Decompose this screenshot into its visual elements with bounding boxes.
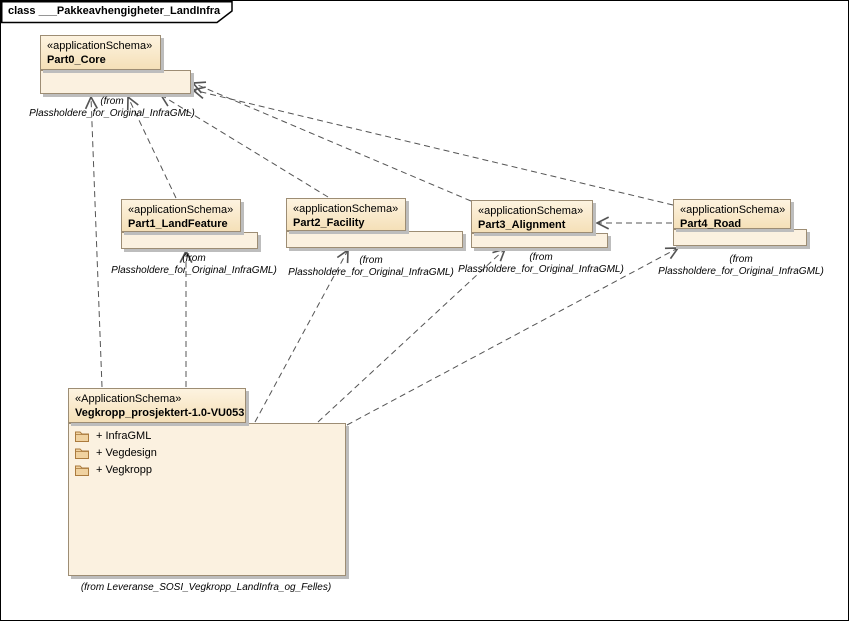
package-name: Part3_Alignment bbox=[478, 219, 566, 231]
stereotype-label: «applicationSchema» bbox=[128, 204, 234, 216]
package-item-vegdesign[interactable]: + Vegdesign bbox=[74, 446, 157, 460]
from-label-line1: (from bbox=[359, 255, 383, 266]
from-label-part0: (from Plassholdere_for_Original_InfraGML… bbox=[2, 96, 222, 120]
package-vegkropp-tab[interactable]: «ApplicationSchema» Vegkropp_prosjektert… bbox=[68, 388, 246, 423]
dependency-Part4_Road-to-Part0_Core bbox=[193, 90, 674, 206]
from-label-line1: (from bbox=[100, 96, 124, 107]
from-label-vegkropp: (from Leveranse_SOSI_Vegkropp_LandInfra_… bbox=[61, 582, 351, 594]
from-label-part2: (from Plassholdere_for_Original_InfraGML… bbox=[261, 255, 481, 279]
package-part1-body[interactable] bbox=[121, 232, 258, 249]
package-item-vegkropp[interactable]: + Vegkropp bbox=[74, 463, 152, 477]
folder-icon bbox=[75, 431, 89, 442]
package-part4-tab[interactable]: «applicationSchema» Part4_Road bbox=[673, 199, 791, 230]
frame-tab-shape bbox=[1, 1, 233, 24]
package-name: Part1_LandFeature bbox=[128, 218, 228, 230]
package-part3-body[interactable] bbox=[471, 233, 608, 248]
dependency-Part1_LandFeature-to-Part0_Core bbox=[128, 97, 177, 199]
dependency-Vegkropp_prosjektert-1.0-VU053-to-Part4_Road bbox=[346, 248, 678, 426]
stereotype-label: «ApplicationSchema» bbox=[75, 393, 182, 405]
package-part0-tab[interactable]: «applicationSchema» Part0_Core bbox=[40, 35, 161, 70]
package-part2-body[interactable] bbox=[286, 231, 463, 248]
stereotype-label: «applicationSchema» bbox=[680, 204, 786, 216]
from-label-part3: (from Plassholdere_for_Original_InfraGML… bbox=[431, 252, 651, 276]
dependency-Vegkropp_prosjektert-1.0-VU053-to-Part3_Alignment bbox=[317, 249, 505, 423]
folder-icon bbox=[75, 448, 89, 459]
stereotype-label: «applicationSchema» bbox=[47, 40, 153, 52]
folder-icon bbox=[75, 465, 89, 476]
from-label-line2: Plassholdere_for_Original_InfraGML) bbox=[658, 266, 824, 277]
package-name: Part0_Core bbox=[47, 54, 106, 66]
from-label-line1: (from bbox=[729, 254, 753, 265]
package-item-infragml[interactable]: + InfraGML bbox=[74, 429, 151, 443]
from-label-line2: Plassholdere_for_Original_InfraGML) bbox=[458, 264, 624, 275]
stereotype-label: «applicationSchema» bbox=[293, 203, 399, 215]
from-label-line2: Plassholdere_for_Original_InfraGML) bbox=[29, 108, 195, 119]
diagram-frame-tab: class ___Pakkeavhengigheter_LandInfra bbox=[1, 1, 237, 25]
from-label-line1: (from bbox=[529, 252, 553, 263]
package-item-label: + InfraGML bbox=[96, 430, 152, 442]
package-item-label: + Vegdesign bbox=[96, 447, 157, 459]
package-name: Vegkropp_prosjektert-1.0-VU053 bbox=[75, 407, 245, 419]
from-label-line2: Plassholdere_for_Original_InfraGML) bbox=[288, 267, 454, 278]
package-part2-tab[interactable]: «applicationSchema» Part2_Facility bbox=[286, 198, 406, 231]
from-label-part4: (from Plassholdere_for_Original_InfraGML… bbox=[631, 254, 848, 278]
package-item-label: + Vegkropp bbox=[96, 464, 152, 476]
from-label-part1: (from Plassholdere_for_Original_InfraGML… bbox=[84, 253, 304, 277]
package-part1-tab[interactable]: «applicationSchema» Part1_LandFeature bbox=[121, 199, 241, 232]
diagram-title: class ___Pakkeavhengigheter_LandInfra bbox=[8, 5, 221, 17]
dependency-Vegkropp_prosjektert-1.0-VU053-to-Part0_Core bbox=[91, 97, 103, 388]
dependency-Vegkropp_prosjektert-1.0-VU053-to-Part2_Facility bbox=[254, 250, 348, 423]
from-label-line2: Plassholdere_for_Original_InfraGML) bbox=[111, 265, 277, 276]
dependency-Part3_Alignment-to-Part0_Core bbox=[193, 83, 472, 202]
package-name: Part2_Facility bbox=[293, 217, 365, 229]
dependency-Part2_Facility-to-Part0_Core bbox=[161, 95, 329, 198]
from-label-line1: (from Leveranse_SOSI_Vegkropp_LandInfra_… bbox=[80, 582, 332, 593]
stereotype-label: «applicationSchema» bbox=[478, 205, 584, 217]
package-part0-body[interactable] bbox=[40, 70, 191, 94]
package-vegkropp-body[interactable] bbox=[68, 423, 346, 576]
package-part4-body[interactable] bbox=[673, 229, 807, 246]
package-name: Part4_Road bbox=[680, 218, 742, 230]
package-part3-tab[interactable]: «applicationSchema» Part3_Alignment bbox=[471, 200, 593, 233]
from-label-line1: (from bbox=[182, 253, 206, 264]
